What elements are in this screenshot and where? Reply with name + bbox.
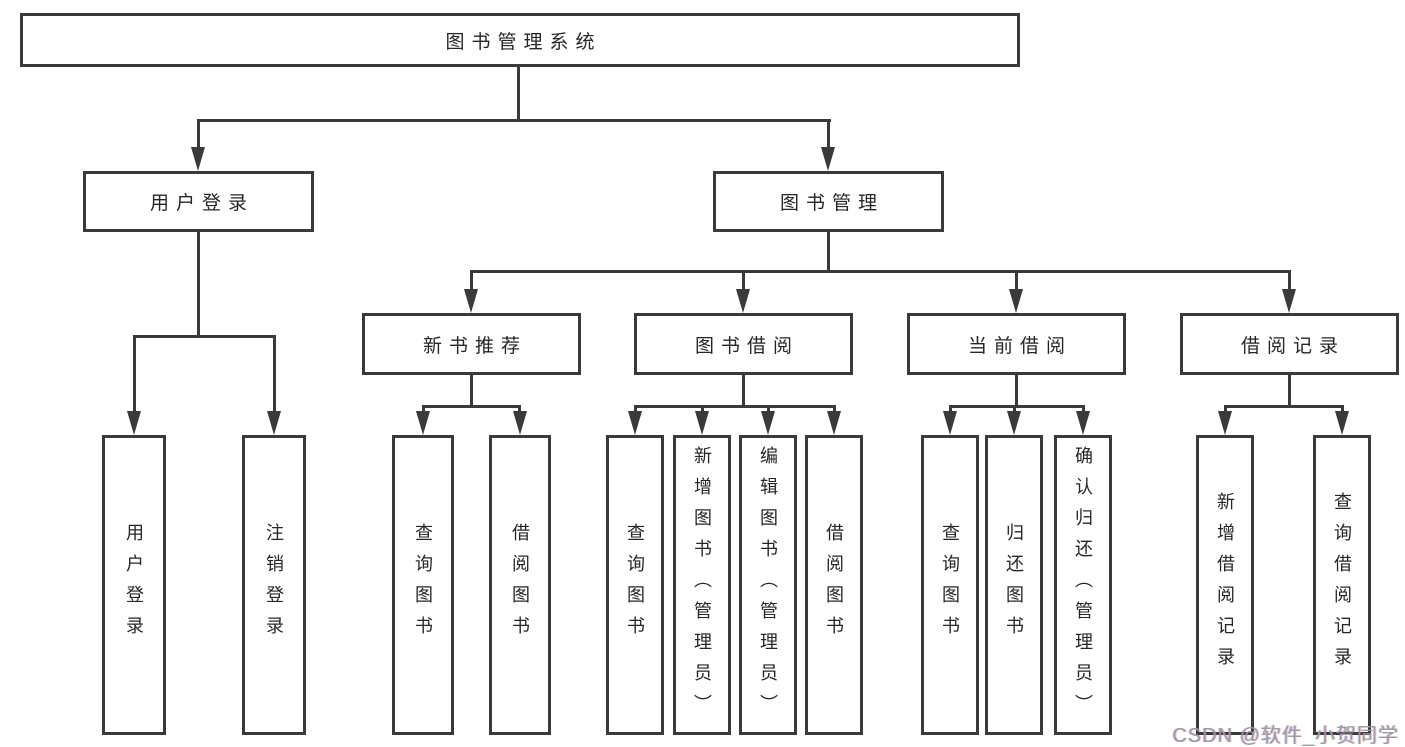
connector-line	[1224, 405, 1227, 414]
arrow-down-icon	[191, 147, 205, 171]
leaf-records-query-record: 查询借阅记录	[1313, 435, 1371, 735]
arrow-down-icon	[1335, 411, 1349, 435]
leaf-records-add-record: 新增借阅记录	[1196, 435, 1254, 735]
arrow-down-icon	[821, 147, 835, 171]
connector-line	[470, 375, 473, 407]
connector-line	[1288, 270, 1291, 292]
connector-line	[634, 405, 835, 408]
arrow-down-icon	[1009, 289, 1023, 313]
connector-line	[133, 335, 136, 415]
connector-line	[1341, 405, 1344, 414]
connector-line	[197, 232, 200, 338]
connector-line	[1013, 405, 1016, 414]
node-root: 图书管理系统	[20, 13, 1020, 67]
connector-line	[422, 405, 521, 408]
arrow-down-icon	[1282, 289, 1296, 313]
node-book-borrow: 图书借阅	[634, 313, 853, 375]
csdn-watermark: CSDN @软件_小贺同学	[1172, 725, 1399, 747]
node-borrow-records: 借阅记录	[1180, 313, 1399, 375]
leaf-current-confirm-return-admin: 确认归还（管理员）	[1054, 435, 1112, 735]
leaf-current-return-book: 归还图书	[985, 435, 1043, 735]
node-user-login: 用户登录	[83, 171, 314, 232]
node-current-borrow: 当前借阅	[907, 313, 1126, 375]
leaf-newbook-borrow-book: 借阅图书	[489, 435, 551, 735]
leaf-current-query-book: 查询图书	[921, 435, 979, 735]
node-book-management: 图书管理	[713, 171, 944, 232]
connector-line	[949, 405, 1085, 408]
leaf-user-login: 用户登录	[102, 435, 166, 735]
connector-line	[949, 405, 952, 414]
arrow-down-icon	[695, 411, 709, 435]
arrow-down-icon	[1076, 411, 1090, 435]
connector-line	[470, 270, 473, 292]
leaf-logout: 注销登录	[242, 435, 306, 735]
leaf-borrow-add-book-admin: 新增图书（管理员）	[673, 435, 731, 735]
arrow-down-icon	[464, 289, 478, 313]
connector-line	[197, 119, 200, 150]
connector-line	[1224, 405, 1344, 408]
connector-line	[422, 405, 425, 414]
connector-line	[767, 405, 770, 414]
node-new-book-recommend: 新书推荐	[362, 313, 581, 375]
leaf-newbook-query-book: 查询图书	[392, 435, 454, 735]
arrow-down-icon	[943, 411, 957, 435]
arrow-down-icon	[1218, 411, 1232, 435]
arrow-down-icon	[628, 411, 642, 435]
leaf-borrow-edit-book-admin: 编辑图书（管理员）	[739, 435, 797, 735]
connector-line	[197, 119, 831, 122]
arrow-down-icon	[761, 411, 775, 435]
connector-line	[470, 270, 1291, 273]
connector-line	[701, 405, 704, 414]
connector-line	[1082, 405, 1085, 414]
connector-line	[517, 67, 520, 120]
arrow-down-icon	[416, 411, 430, 435]
arrow-down-icon	[267, 411, 281, 435]
leaf-borrow-query-book: 查询图书	[606, 435, 664, 735]
connector-line	[518, 405, 521, 414]
leaf-borrow-borrow-book: 借阅图书	[805, 435, 863, 735]
arrow-down-icon	[1007, 411, 1021, 435]
arrow-down-icon	[827, 411, 841, 435]
connector-line	[742, 270, 745, 292]
connector-line	[1288, 375, 1291, 407]
connector-line	[273, 335, 276, 415]
connector-line	[833, 405, 836, 414]
connector-line	[827, 119, 830, 150]
connector-line	[1015, 375, 1018, 407]
connector-line	[827, 232, 830, 272]
connector-line	[133, 335, 276, 338]
arrow-down-icon	[127, 411, 141, 435]
arrow-down-icon	[736, 289, 750, 313]
connector-line	[742, 375, 745, 407]
connector-line	[634, 405, 637, 414]
arrow-down-icon	[513, 411, 527, 435]
connector-line	[1015, 270, 1018, 292]
